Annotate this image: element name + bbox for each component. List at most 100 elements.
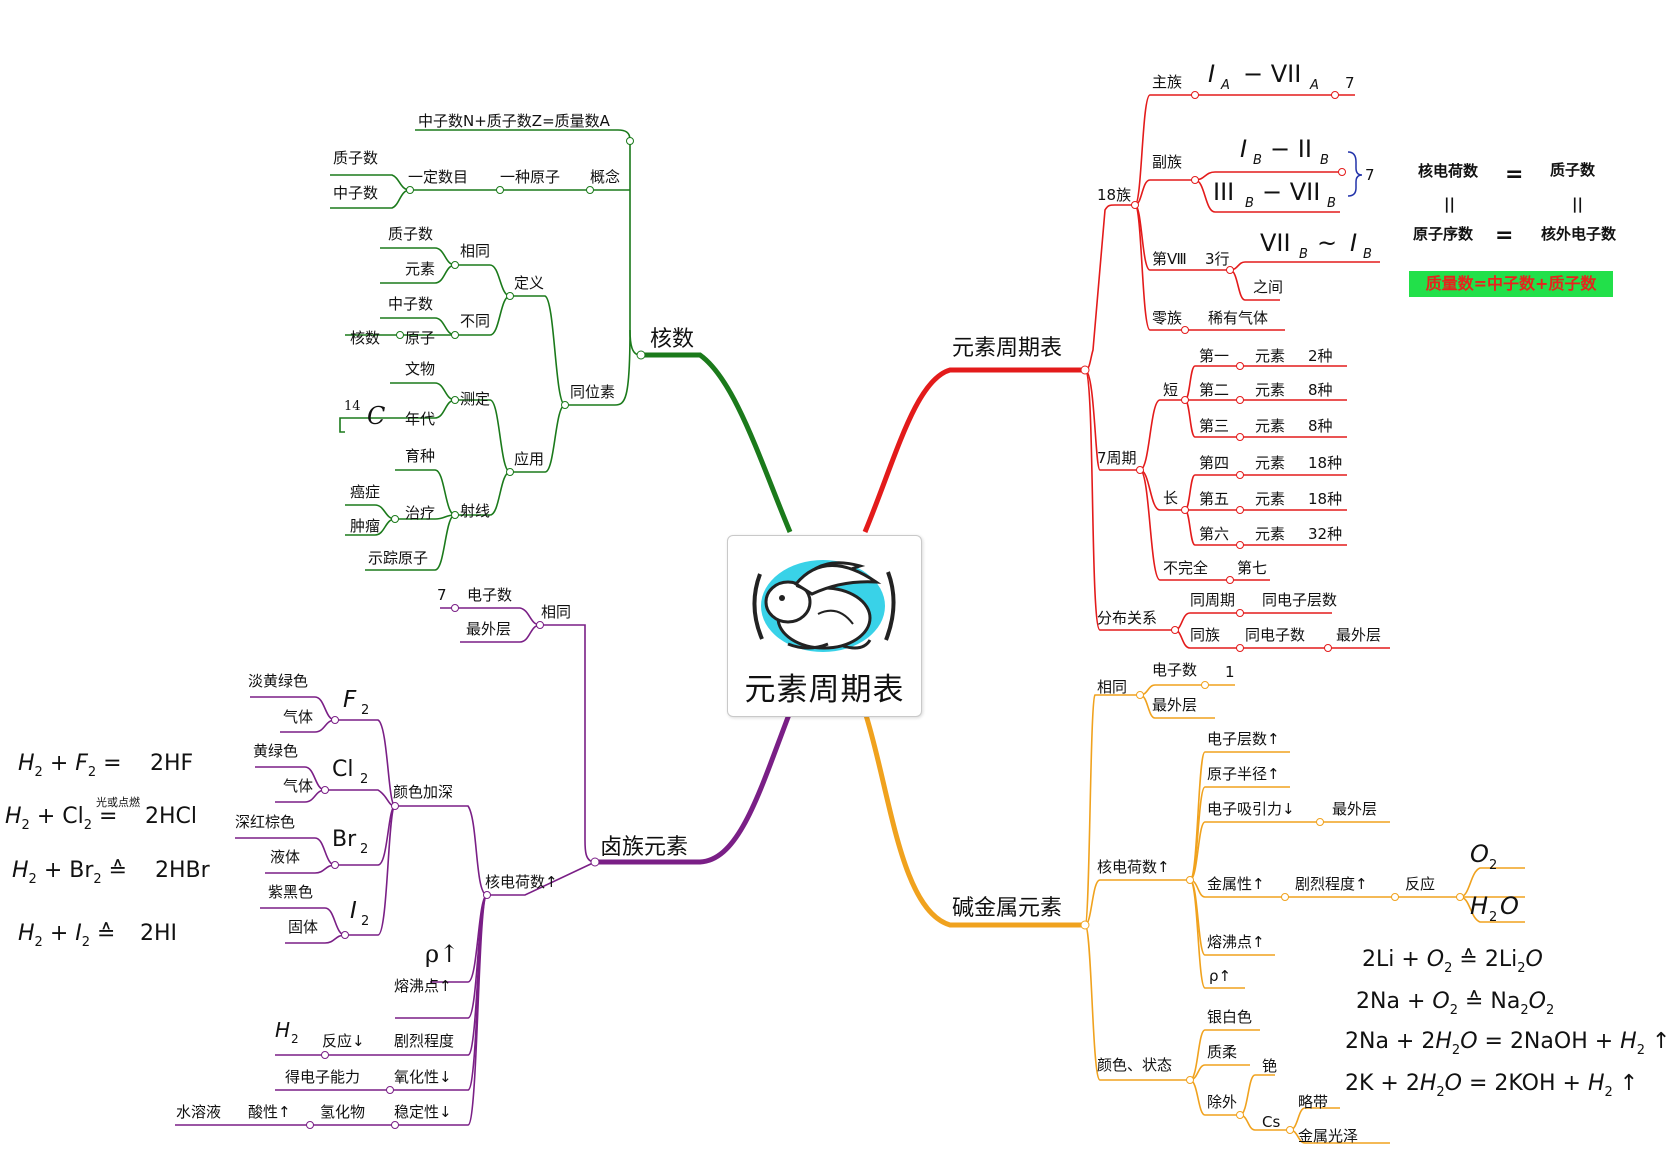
svg-text:B: B xyxy=(1320,153,1329,168)
svg-text:B: B xyxy=(1245,196,1254,211)
alkali-same-node: 相同 xyxy=(1097,678,1127,696)
viii-between: 之间 xyxy=(1253,278,1283,296)
svg-text:H2 + Cl2 =: H2 + Cl2 = xyxy=(5,804,117,833)
mass-number-note: 质量数=中子数+质子数 xyxy=(1409,271,1613,297)
svg-text:2: 2 xyxy=(1489,858,1497,873)
same-period: 同周期 xyxy=(1190,591,1235,609)
halogen-outer: 最外层 xyxy=(466,620,511,638)
branch-title-halogen: 卤族元素 xyxy=(600,835,688,860)
carbon-14-mass: 14 xyxy=(344,399,361,414)
alkali-density: ρ↑ xyxy=(1209,967,1231,985)
svg-text:2: 2 xyxy=(291,1032,299,1046)
period-1: 第一 xyxy=(1199,347,1229,365)
def-diff-atom: 原子 xyxy=(405,329,435,347)
period-4-elem: 元素 xyxy=(1255,454,1285,472)
halogen-density: ρ↑ xyxy=(425,940,459,968)
alkali-nuclear-charge: 核电荷数↑ xyxy=(1097,858,1170,876)
svg-text:~: ~ xyxy=(1317,229,1337,257)
nuclide-node: 核数 xyxy=(350,329,380,347)
tracer-atom: 示踪原子 xyxy=(368,549,428,567)
period-6-count: 32种 xyxy=(1308,525,1342,543)
br2-state: 液体 xyxy=(270,848,300,866)
period-5: 第五 xyxy=(1199,490,1229,508)
info-vertical-1: || xyxy=(1444,195,1455,214)
svg-text:A: A xyxy=(1309,78,1319,93)
svg-text:2Na + O2 ≙ Na2O2: 2Na + O2 ≙ Na2O2 xyxy=(1356,989,1554,1018)
appearance-node: 颜色、状态 xyxy=(1097,1056,1172,1074)
long-period-node: 长 xyxy=(1163,489,1178,507)
period-3-count: 8种 xyxy=(1308,417,1333,435)
isotope-node: 同位素 xyxy=(570,383,615,401)
period-2-count: 8种 xyxy=(1308,381,1333,399)
appearance-except: 除外 xyxy=(1207,1093,1237,1111)
period-4: 第四 xyxy=(1199,454,1229,472)
def-same-protons: 质子数 xyxy=(388,225,433,243)
center-node[interactable]: 元素周期表 xyxy=(727,535,922,717)
definition-node: 定义 xyxy=(514,274,544,292)
center-title: 元素周期表 xyxy=(744,672,905,708)
info-relations: 核电荷数 = 质子数 || || 原子序数 = 核外电子数 xyxy=(1413,161,1617,248)
halogen-gain-electrons: 得电子能力 xyxy=(285,1068,360,1086)
concept-neutrons: 中子数 xyxy=(333,184,378,202)
branch-halogen-nodes xyxy=(306,604,600,1129)
halogen-nuclear-charge: 核电荷数↑ xyxy=(485,873,558,891)
svg-text:I: I xyxy=(1350,229,1357,257)
svg-text:H2 + I2 ≙: H2 + I2 ≙ xyxy=(18,921,115,950)
distribution-node: 分布关系 xyxy=(1097,609,1157,627)
period-1-elem: 元素 xyxy=(1255,347,1285,365)
period-3-elem: 元素 xyxy=(1255,417,1285,435)
eq-hcl: 2HCl xyxy=(145,804,197,829)
carbon-14-symbol: C xyxy=(367,402,385,430)
info-vertical-2: || xyxy=(1572,195,1583,214)
treat-cancer: 癌症 xyxy=(350,483,380,501)
svg-text:B: B xyxy=(1299,247,1308,262)
svg-text:H2 + Br2 ≙: H2 + Br2 ≙ xyxy=(12,858,127,887)
svg-text:2: 2 xyxy=(360,842,368,857)
svg-text:B: B xyxy=(1327,196,1336,211)
periods7-node: 7周期 xyxy=(1097,449,1137,467)
eq-koh: 2KOH xyxy=(1494,1071,1555,1096)
alkali-equations: 2Li + O2 ≙ 2Li2O 2Na + O2 ≙ Na2O2 2Na + … xyxy=(1345,947,1670,1100)
appearance-silver: 银白色 xyxy=(1207,1008,1252,1026)
info-nuclear-charge: 核电荷数 xyxy=(1418,162,1479,180)
different-node: 不同 xyxy=(460,312,490,330)
period-6-elem: 元素 xyxy=(1255,525,1285,543)
radiation-node: 射线 xyxy=(460,502,490,520)
seventh-period: 第七 xyxy=(1237,559,1267,577)
alkali-electron-num: 1 xyxy=(1225,663,1235,681)
labels-periodic: 元素周期表 18族 主族 7 副族 7 第Ⅷ 3行 之间 零族 稀有气体 7周期… xyxy=(952,73,1381,644)
outer-shell: 最外层 xyxy=(1336,626,1381,644)
eq-hf: 2HF xyxy=(150,751,193,776)
zero-group-node: 零族 xyxy=(1152,309,1182,327)
cs-luster: 金属光泽 xyxy=(1298,1127,1358,1145)
radiation-treat: 治疗 xyxy=(405,504,435,522)
halogen-equations: H2 + F2 = 2HF H2 + Cl2 = 光或点燃 2HCl H2 + … xyxy=(5,751,211,950)
measure-node: 测定 xyxy=(460,390,490,408)
svg-text:H: H xyxy=(1470,892,1488,920)
main-group-node: 主族 xyxy=(1152,73,1182,91)
groups18-node: 18族 xyxy=(1097,186,1131,204)
svg-text:Br: Br xyxy=(332,827,357,852)
halogen-reaction: 反应↓ xyxy=(322,1032,365,1050)
svg-text:I: I xyxy=(350,898,357,924)
measure-relic: 文物 xyxy=(405,360,435,378)
svg-text:VII: VII xyxy=(1260,229,1291,257)
halogen-boiling: 熔沸点↑ xyxy=(394,977,452,995)
short-period-node: 短 xyxy=(1163,381,1178,399)
application-node: 应用 xyxy=(514,450,544,468)
brace-icon xyxy=(1347,151,1363,197)
alkali-electrons: 电子数 xyxy=(1152,661,1197,679)
same-node: 相同 xyxy=(460,242,490,260)
branch-title-alkali: 碱金属元素 xyxy=(952,896,1062,921)
branch-alkali-nodes xyxy=(1080,681,1464,1134)
svg-text:− II: − II xyxy=(1270,135,1312,163)
appearance-soft: 质柔 xyxy=(1207,1043,1237,1061)
alkali-intensity: 剧烈程度↑ xyxy=(1295,875,1368,893)
alkali-outer-shell: 最外层 xyxy=(1332,800,1377,818)
svg-text:2K + 2H2O = 2KOH + H2 ↑: 2K + 2H2O = 2KOH + H2 ↑ xyxy=(1345,1071,1638,1100)
info-protons: 质子数 xyxy=(1550,161,1596,179)
svg-text:B: B xyxy=(1363,247,1372,262)
halogen-oxidation: 氧化性↓ xyxy=(394,1068,452,1086)
